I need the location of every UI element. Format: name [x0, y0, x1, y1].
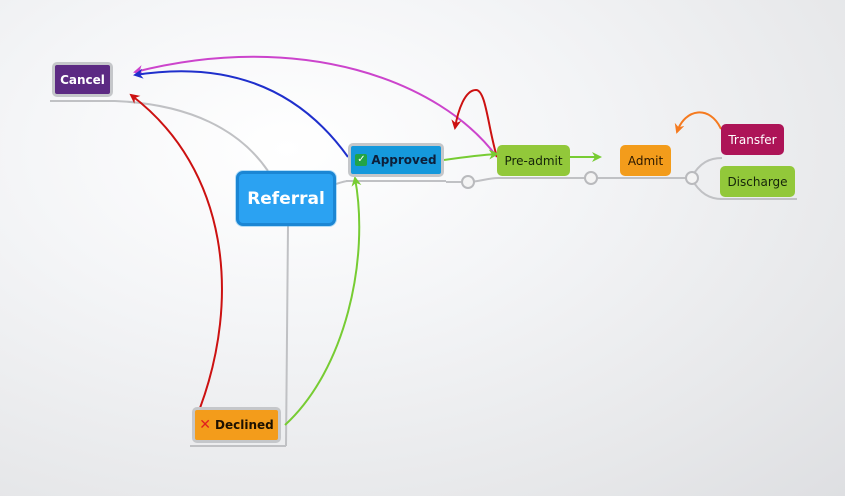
junction-node[interactable]	[461, 175, 475, 189]
transition-arrows	[129, 55, 722, 426]
junction-node[interactable]	[584, 171, 598, 185]
arrow-declined-to-approved	[284, 176, 362, 426]
preadmit-node[interactable]: Pre-admit	[497, 145, 570, 176]
discharge-node[interactable]: Discharge	[720, 166, 795, 197]
connector-referral-cancel	[114, 100, 269, 172]
transfer-node-label: Transfer	[728, 132, 777, 147]
cross-icon: ✕	[199, 417, 211, 433]
cancel-node[interactable]: Cancel	[52, 62, 113, 97]
connector-main-line	[446, 177, 691, 183]
approved-node-label: Approved	[371, 153, 437, 167]
preadmit-node-label: Pre-admit	[504, 153, 563, 168]
admit-node-label: Admit	[627, 153, 664, 168]
referral-node[interactable]: Referral	[236, 171, 336, 226]
arrow-transfer-to-admit	[674, 111, 722, 134]
transfer-node[interactable]: Transfer	[721, 124, 784, 155]
approved-node[interactable]: ✓ Approved	[348, 143, 444, 177]
arrow-preadmit-to-approved	[451, 88, 498, 158]
admit-node[interactable]: Admit	[620, 145, 671, 176]
referral-node-label: Referral	[247, 188, 325, 209]
arrow-declined-to-cancel	[129, 93, 223, 409]
discharge-node-label: Discharge	[727, 174, 788, 189]
arrow-preadmit-to-cancel	[133, 55, 498, 158]
arrow-approved-to-preadmit	[443, 149, 499, 161]
connector-referral-declined	[285, 225, 289, 447]
check-box-icon: ✓	[355, 154, 368, 166]
declined-node[interactable]: ✕ Declined	[192, 407, 281, 443]
arrow-approved-to-cancel	[133, 68, 349, 158]
cancel-node-label: Cancel	[60, 72, 105, 87]
junction-node[interactable]	[685, 171, 699, 185]
declined-node-label: Declined	[215, 418, 274, 432]
